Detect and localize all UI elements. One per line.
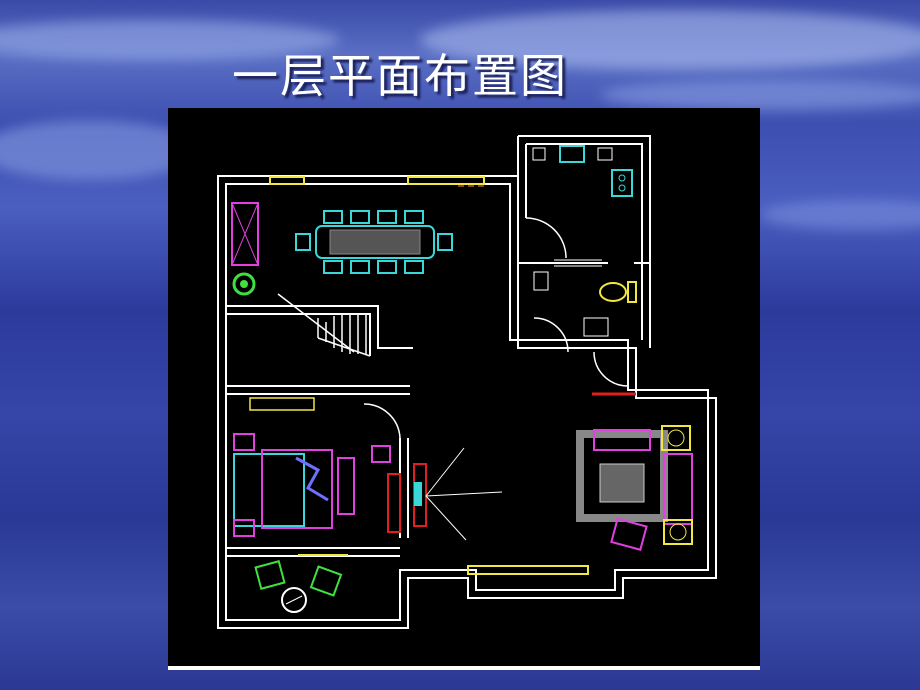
walls: [217, 135, 717, 629]
door-swing: [363, 403, 401, 439]
door-swing: [525, 217, 567, 259]
sky-streak: [0, 20, 340, 60]
slide-title: 一层平面布置图: [232, 49, 568, 103]
wardrobe-icon: [249, 397, 315, 411]
door-swing: [533, 317, 569, 353]
sky-streak: [760, 200, 920, 230]
windows: [269, 176, 589, 575]
floor-plan: [168, 108, 760, 670]
stove-icon: [532, 145, 633, 197]
sky-streak: [0, 120, 200, 180]
tv-icon: [414, 482, 422, 506]
bed-icon: [233, 433, 391, 537]
door-swing: [593, 351, 629, 387]
floor-plan-drawing: [217, 135, 717, 629]
plant-icon: [232, 272, 256, 296]
sky-streak: [420, 10, 920, 70]
tv-view-lines: [425, 447, 503, 541]
sofa-icon: [576, 425, 693, 551]
door-red: [387, 473, 401, 533]
toilet-icon: [533, 259, 637, 337]
sideboard-icon: [231, 202, 259, 266]
dining-table-icon: [295, 210, 453, 274]
lounge-chair-icon: [254, 560, 343, 613]
stair-icon: [277, 293, 371, 357]
sky-streak: [600, 80, 920, 110]
